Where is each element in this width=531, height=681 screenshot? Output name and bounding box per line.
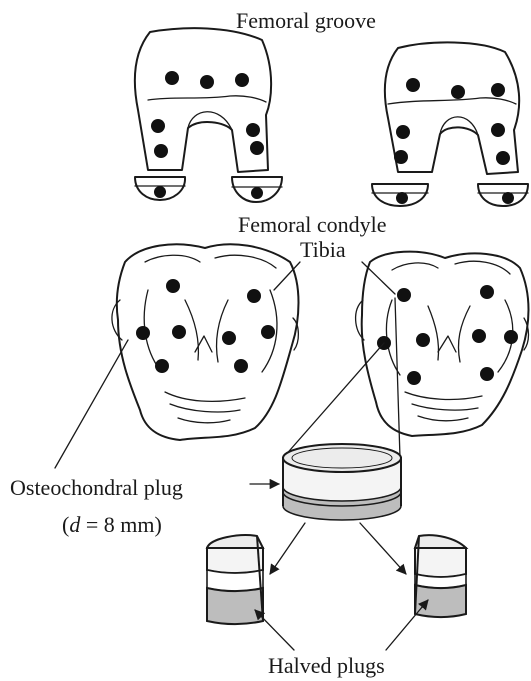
half-plug-right — [415, 535, 466, 617]
tibia-label: Tibia — [300, 237, 346, 262]
plug-site-dot — [491, 123, 505, 137]
plug-site-dot — [200, 75, 214, 89]
plug-site-dot — [154, 186, 166, 198]
plug-site-dot — [397, 288, 411, 302]
plug-leader-left — [55, 340, 128, 468]
plug-site-dot — [222, 331, 236, 345]
plug-site-dot — [251, 187, 263, 199]
plug-site-dot — [406, 78, 420, 92]
plug-site-dot — [416, 333, 430, 347]
plug-site-dot — [394, 150, 408, 164]
plug-site-dot — [136, 326, 150, 340]
plug-site-dot — [246, 123, 260, 137]
plug-site-dot — [165, 71, 179, 85]
femoral-groove-label: Femoral groove — [236, 8, 376, 33]
plug-site-dot — [407, 371, 421, 385]
tibia-left — [112, 244, 299, 440]
femur-right — [372, 42, 528, 206]
tibia-left-dots — [136, 279, 275, 373]
tibia-right-dots — [377, 285, 518, 385]
plug-site-dot — [155, 359, 169, 373]
halved-plugs-label: Halved plugs — [268, 653, 385, 678]
arrow-to-right-half — [360, 523, 406, 574]
arrow-to-right-half-bottom — [386, 600, 428, 650]
osteochondral-plug — [283, 444, 401, 520]
plug-site-dot — [151, 119, 165, 133]
femoral-condyle-label: Femoral condyle — [238, 212, 386, 237]
plug-site-dot — [502, 192, 514, 204]
plug-site-dot — [396, 125, 410, 139]
plug-leader-right-2 — [395, 298, 400, 458]
plug-site-dot — [235, 73, 249, 87]
plug-site-dot — [451, 85, 465, 99]
plug-site-dot — [396, 192, 408, 204]
plug-site-dot — [166, 279, 180, 293]
leader-lines — [55, 262, 400, 468]
plug-site-dot — [504, 330, 518, 344]
plug-site-dot — [480, 285, 494, 299]
plug-site-dot — [172, 325, 186, 339]
plug-site-dot — [261, 325, 275, 339]
arrow-to-left-half-bottom — [255, 610, 294, 650]
plug-site-dot — [472, 329, 486, 343]
arrow-to-left-half — [270, 523, 305, 574]
plug-site-dot — [234, 359, 248, 373]
femur-right-dots — [394, 78, 514, 204]
femur-left — [135, 28, 282, 202]
plug-site-dot — [491, 83, 505, 97]
plug-leader-right — [283, 343, 384, 458]
plug-site-dot — [496, 151, 510, 165]
tibia-leader-right — [362, 262, 395, 294]
plug-site-dot — [250, 141, 264, 155]
plug-site-dot — [480, 367, 494, 381]
plug-site-dot — [154, 144, 168, 158]
femur-left-dots — [151, 71, 264, 199]
diameter-label: (d = 8 mm) — [62, 512, 162, 537]
osteochondral-plug-label: Osteochondral plug — [10, 475, 183, 500]
plug-site-dot — [247, 289, 261, 303]
half-plug-left — [207, 535, 263, 624]
